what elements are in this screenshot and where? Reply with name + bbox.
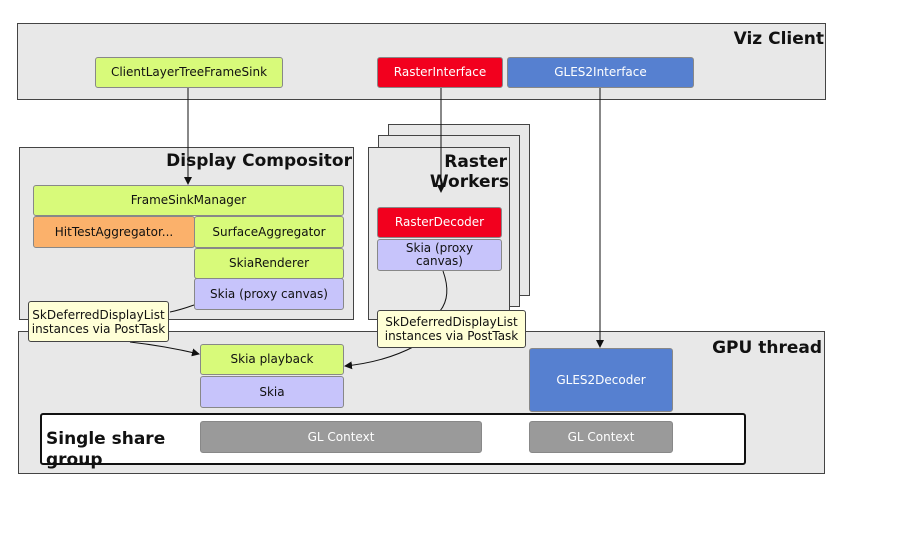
frame-sink-manager-box: FrameSinkManager: [33, 185, 344, 216]
raster-skia-proxy-line1: Skia (proxy: [405, 241, 474, 255]
left-note-line1: SkDeferredDisplayList: [32, 307, 165, 322]
skia-playback-box: Skia playback: [200, 344, 344, 375]
connector-skia-proxy-to-left-note: [169, 304, 195, 313]
gles2-decoder-box: GLES2Decoder: [529, 348, 673, 412]
raster-interface-box: RasterInterface: [377, 57, 503, 88]
left-sk-deferred-display-list-note: SkDeferredDisplayList instances via Post…: [28, 301, 169, 342]
skia-box: Skia: [200, 376, 344, 408]
arrow-right-note-to-skia-playback: [344, 345, 416, 370]
display-compositor-title: Display Compositor: [166, 151, 352, 171]
raster-workers-title-line2: Workers: [429, 172, 509, 192]
right-note-line2: instances via PostTask: [384, 329, 519, 343]
raster-decoder-box: RasterDecoder: [377, 207, 502, 238]
gl-context-1-box: GL Context: [200, 421, 482, 453]
skia-proxy-canvas-box: Skia (proxy canvas): [194, 278, 344, 310]
raster-skia-proxy-line2: canvas): [416, 254, 463, 268]
left-note-line2: instances via PostTask: [31, 321, 166, 336]
client-layer-tree-frame-sink-box: ClientLayerTreeFrameSink: [95, 57, 283, 88]
right-sk-deferred-display-list-note: SkDeferredDisplayList instances via Post…: [377, 310, 526, 348]
gl-context-2-box: GL Context: [529, 421, 673, 453]
right-note-line1: SkDeferredDisplayList: [385, 315, 518, 329]
viz-client-title: Viz Client: [733, 29, 824, 49]
hit-test-aggregator-box: HitTestAggregator...: [33, 216, 195, 248]
raster-workers-title-line1: Raster: [444, 152, 507, 172]
raster-skia-proxy-canvas-box: Skia (proxy canvas): [377, 239, 502, 271]
surface-aggregator-box: SurfaceAggregator: [194, 216, 344, 248]
share-group-title: Single share group: [46, 429, 166, 470]
skia-renderer-box: SkiaRenderer: [194, 248, 344, 279]
connector-raster-skia-to-right-note: [439, 270, 448, 312]
gpu-thread-title: GPU thread: [712, 338, 822, 358]
arrow-left-note-to-skia-playback: [129, 341, 200, 357]
gles2-interface-box: GLES2Interface: [507, 57, 694, 88]
